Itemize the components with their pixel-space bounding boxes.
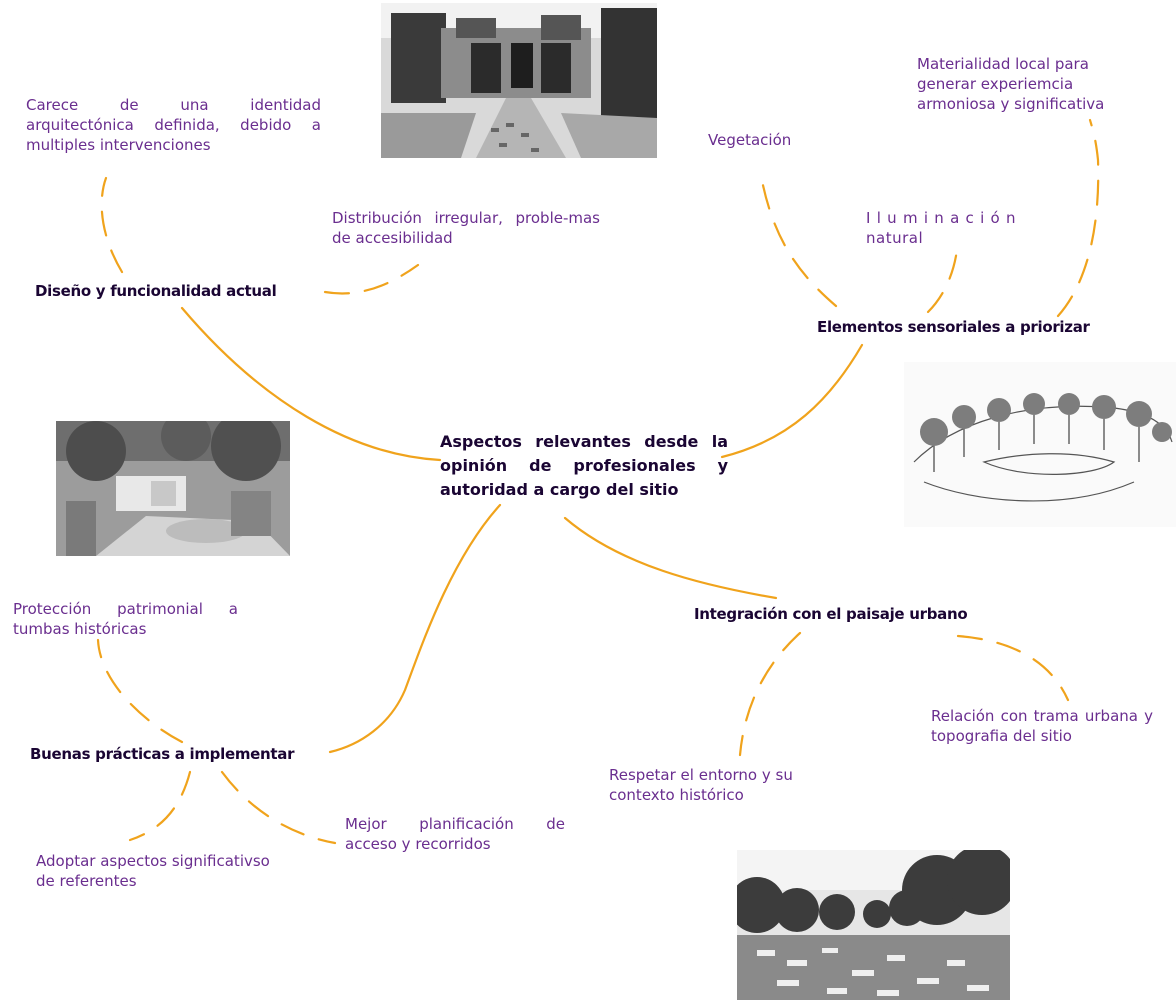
cemetery-garden-photo (56, 421, 290, 556)
connector-integracion-relacion (956, 634, 1070, 702)
leaf-proteccion: Protección patrimonial a tumbas históric… (13, 600, 238, 638)
connector-buenas-adoptar (128, 770, 192, 842)
connector-buenas-proteccion (96, 638, 184, 744)
connector-diseno-identidad (100, 176, 124, 274)
connector-sensoriales-iluminacion (926, 238, 960, 314)
connector-center-integracion (563, 516, 778, 600)
leaf-vegetacion: Vegetación (708, 131, 792, 149)
leaf-relacion: Relación con trama urbana y topografia d… (931, 707, 1153, 745)
connector-center-sensoriales (720, 343, 864, 459)
connector-buenas-planificacion (220, 770, 337, 845)
branch-title-integracion: Integración con el paisaje urbano (694, 605, 968, 623)
connector-sensoriales-vegetacion (758, 168, 838, 308)
leaf-distribucion: Distribución irregular, proble-mas de ac… (332, 209, 600, 247)
landscape-sketch-image (904, 362, 1176, 527)
branch-title-diseno: Diseño y funcionalidad actual (35, 282, 277, 300)
branch-title-sensoriales: Elementos sensoriales a priorizar (817, 318, 1090, 336)
connector-center-diseno (180, 306, 442, 462)
leaf-respetar: Respetar el entorno y su contexto histór… (609, 766, 793, 804)
leaf-materialidad: Materialidad local para generar experiem… (917, 55, 1105, 113)
leaf-planificacion: Mejor planificación de acceso y recorrid… (345, 815, 565, 853)
connector-center-buenas (328, 503, 502, 754)
leaf-adoptar: Adoptar aspectos significativso de refer… (36, 852, 270, 890)
connector-integracion-respetar (738, 631, 802, 757)
leaf-iluminacion: I l u m i n a c i ó n natural (866, 209, 1016, 247)
tree-park-photo (737, 850, 1010, 1000)
connector-diseno-distribucion (323, 263, 420, 295)
cemetery-gate-photo (381, 3, 657, 158)
branch-title-buenas: Buenas prácticas a implementar (30, 745, 295, 763)
central-topic: Aspectos relevantes desde la opinión de … (440, 432, 728, 499)
connector-sensoriales-materialidad (1056, 118, 1100, 318)
leaf-identidad: Carece de una identidad arquitectónica d… (26, 96, 321, 154)
